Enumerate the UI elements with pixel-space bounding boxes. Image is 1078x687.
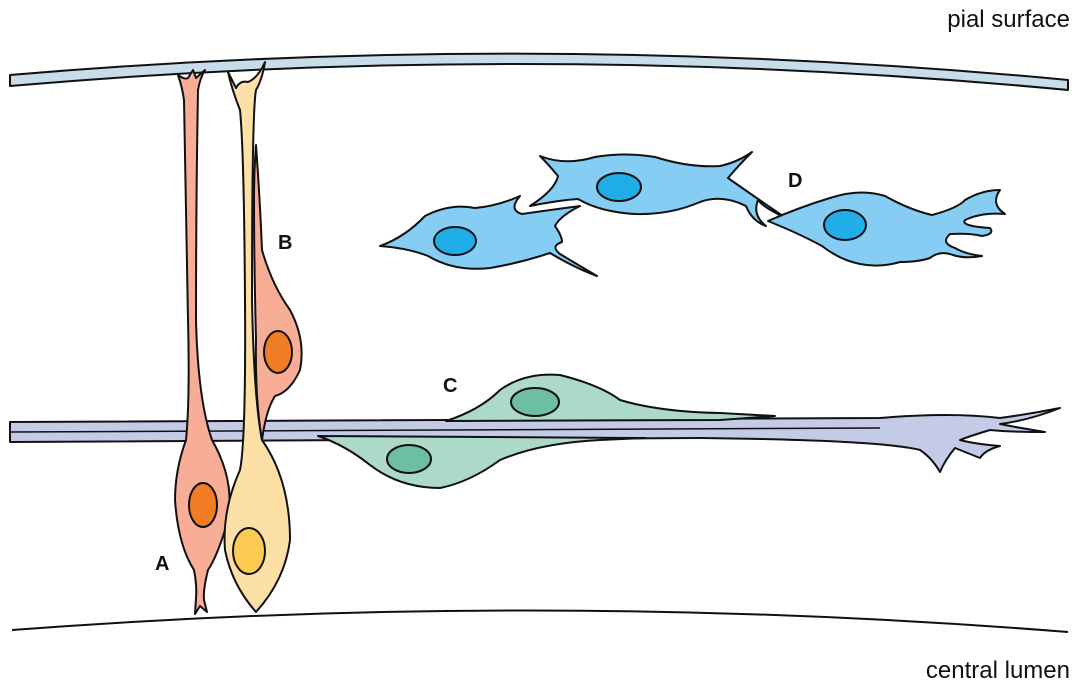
pial-membrane <box>10 54 1068 90</box>
cell-d-nucleus-1 <box>434 227 476 255</box>
cell-d-cell-2 <box>530 152 786 226</box>
cell-c-lower-cell <box>318 436 645 488</box>
cell-b-nucleus <box>233 528 265 574</box>
cell-b-migrating-neuron <box>254 145 302 440</box>
cell-c-lower-nucleus <box>387 445 431 473</box>
cell-b-label: B <box>278 232 292 254</box>
cell-a-radial-glia <box>175 70 230 614</box>
cell-c-upper-nucleus <box>511 388 559 416</box>
cell-d-cell-3 <box>768 190 1005 266</box>
cell-a-nucleus <box>189 483 217 527</box>
cell-b-neuron-nucleus <box>264 331 292 373</box>
cell-d-nucleus-2 <box>597 173 641 201</box>
cell-c-label: C <box>443 375 457 397</box>
cell-d-label: D <box>788 170 802 192</box>
cell-d-nucleus-3 <box>824 210 866 240</box>
cell-c-upper-cell <box>446 375 775 421</box>
central-lumen-line <box>12 610 1068 632</box>
cell-d-cell-1 <box>380 196 597 276</box>
cell-a-label: A <box>155 553 169 575</box>
